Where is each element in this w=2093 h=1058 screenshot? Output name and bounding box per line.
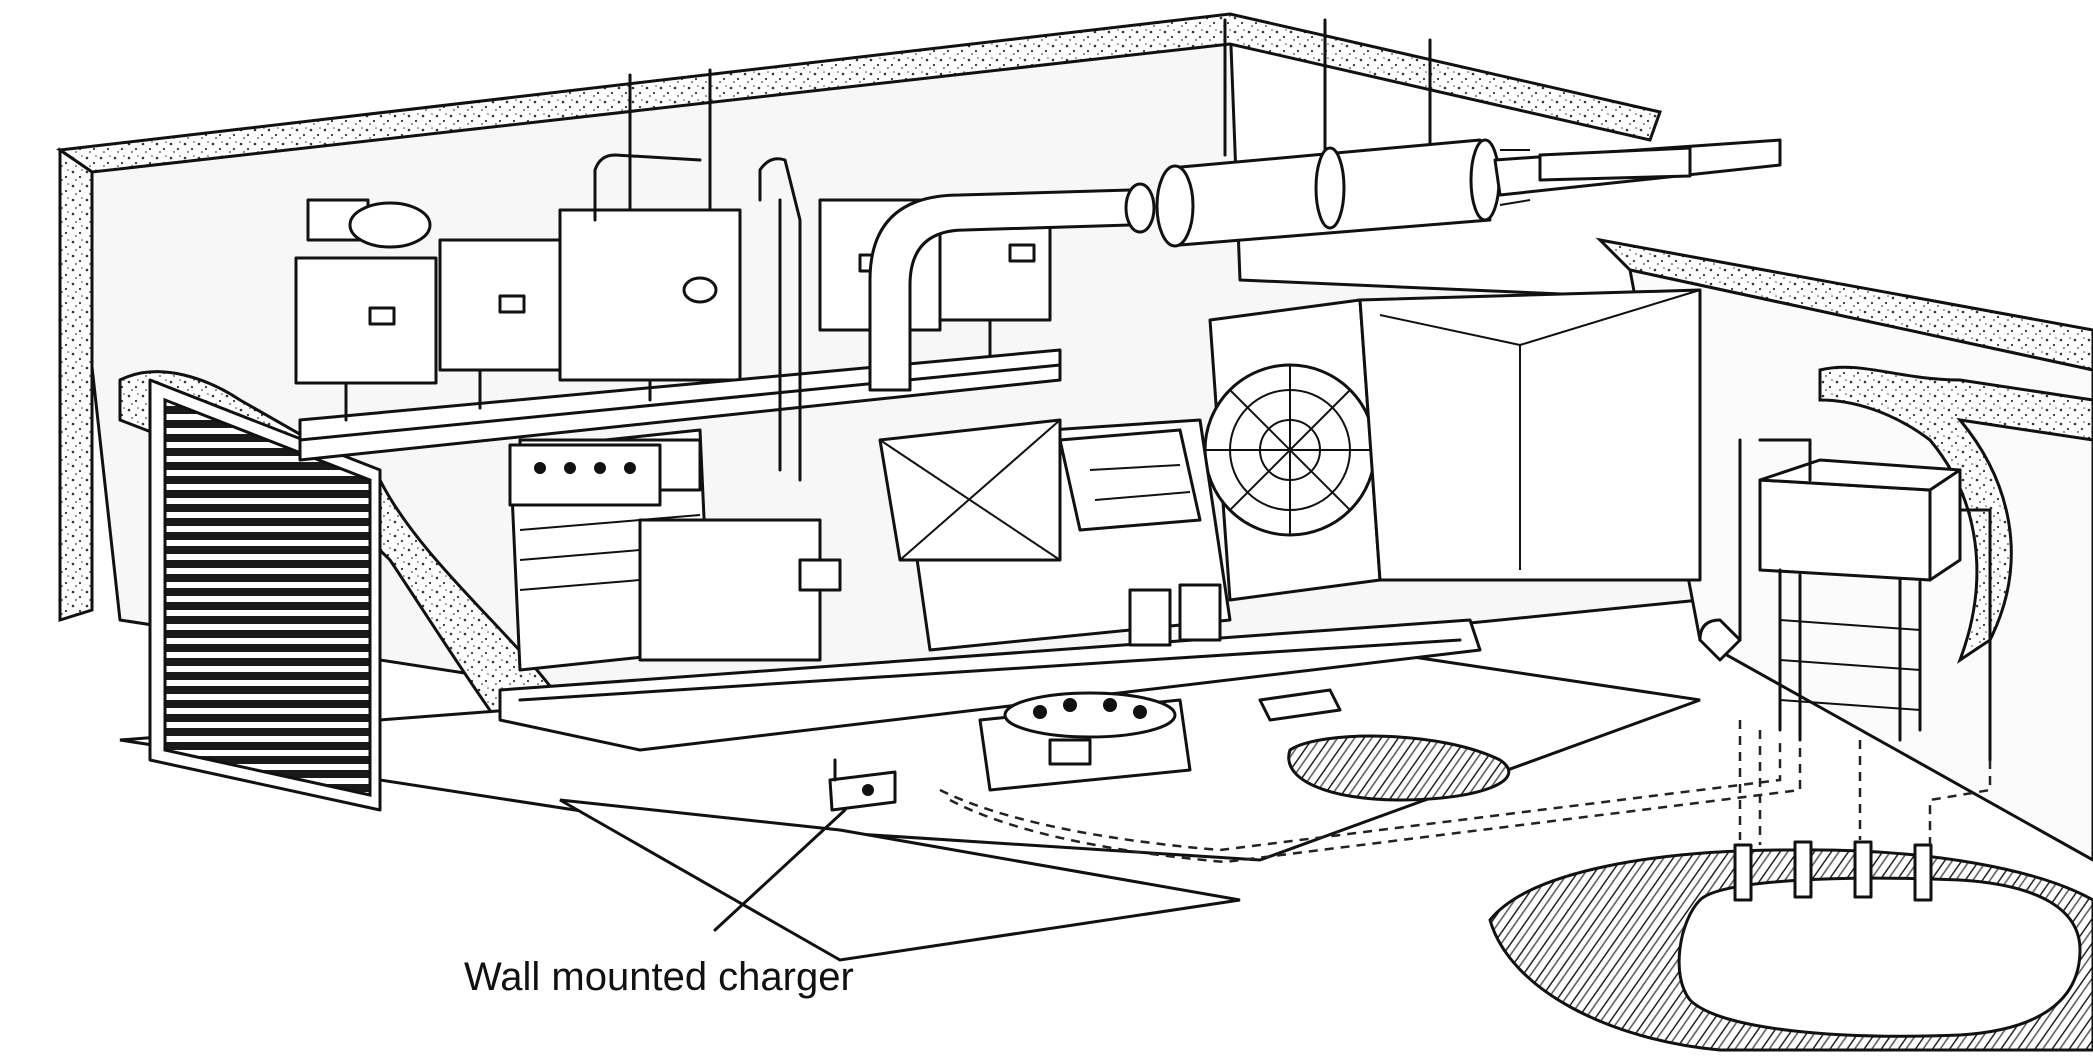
starter-batteries [978, 691, 1192, 792]
exhaust-system [868, 138, 1782, 392]
fuel-lines [939, 720, 1992, 864]
conduits [593, 18, 1432, 482]
underground-fuel-tank [1488, 840, 2093, 1052]
floor-drain-pad [1287, 734, 1511, 802]
alternator-housing [638, 518, 822, 662]
day-fuel-tank [1698, 438, 1992, 762]
control-panel-1 [294, 256, 438, 385]
charger-callout: Wall mounted charger [464, 808, 854, 999]
left-wall-slab [58, 147, 94, 623]
radiator-duct [1358, 288, 1702, 582]
charger-leader-line [713, 808, 847, 932]
charger-callout-label: Wall mounted charger [464, 955, 854, 999]
generator-set [498, 288, 1702, 752]
wall-mounted-charger [828, 758, 897, 812]
right-wall-slab [1595, 237, 2093, 372]
engine-intake [878, 418, 1062, 562]
generator-control-box [508, 443, 662, 507]
floor-edge [559, 798, 1241, 962]
fuel-tank-body [1758, 478, 1932, 582]
fuel-tank-cylinder [1677, 876, 2082, 1038]
